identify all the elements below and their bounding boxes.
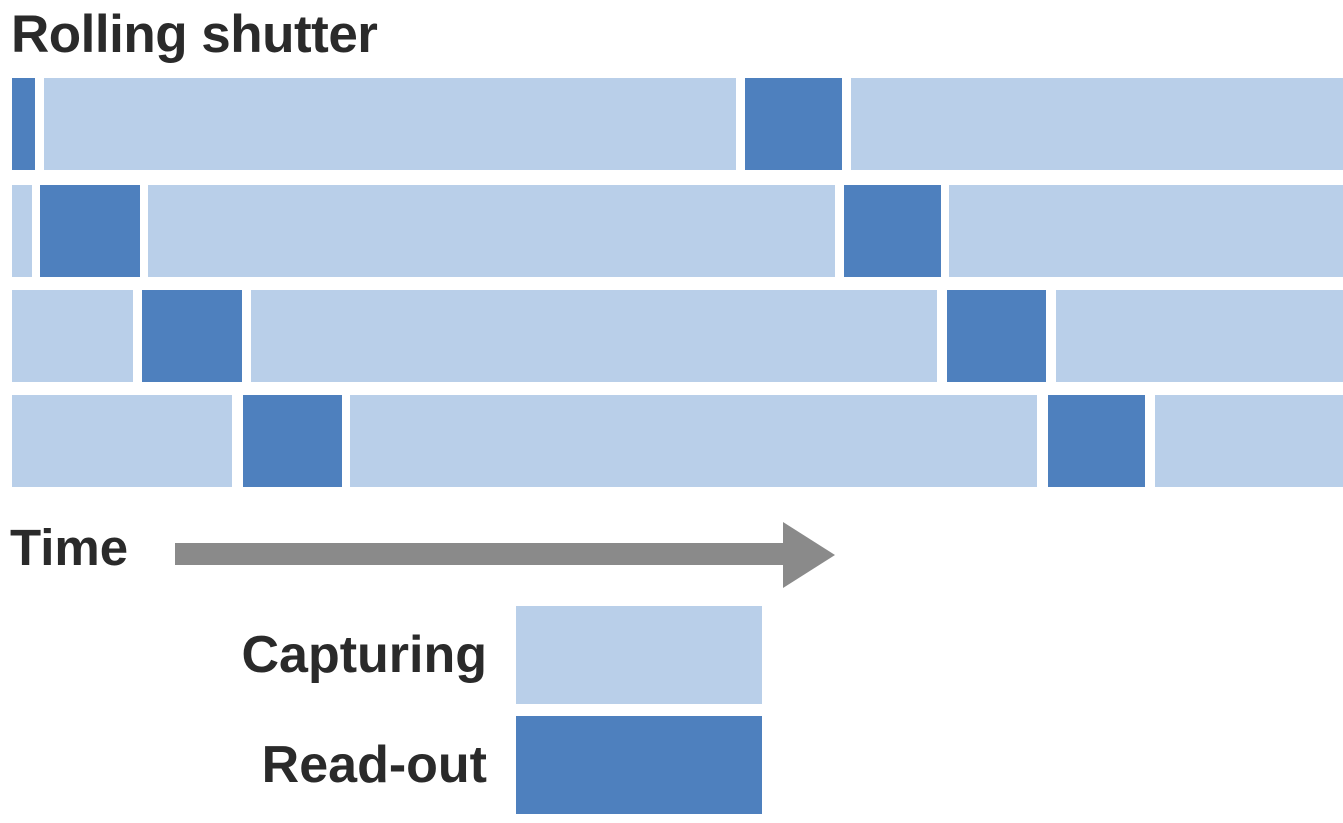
segment-readout	[947, 290, 1046, 382]
segment-capturing	[12, 395, 232, 487]
sensor-row-2	[0, 185, 1343, 277]
time-axis-label: Time	[10, 519, 129, 576]
segment-capturing	[12, 290, 133, 382]
time-arrow-shaft	[175, 543, 783, 565]
segment-readout	[243, 395, 342, 487]
figure-title: Rolling shutter	[11, 5, 378, 64]
segment-readout	[142, 290, 242, 382]
sensor-row-3	[0, 290, 1343, 382]
segment-capturing	[12, 185, 32, 277]
segment-capturing	[949, 185, 1343, 277]
legend-label-capturing: Capturing	[241, 626, 487, 684]
segment-capturing	[350, 395, 1037, 487]
legend-swatch-capturing	[516, 606, 762, 704]
sensor-row-4	[0, 395, 1343, 487]
segment-readout	[1048, 395, 1145, 487]
segment-readout	[12, 78, 35, 170]
segment-readout	[844, 185, 941, 277]
segment-capturing	[148, 185, 835, 277]
legend-swatch-readout	[516, 716, 762, 814]
legend-label-readout: Read-out	[261, 736, 487, 794]
segment-capturing	[851, 78, 1343, 170]
segment-readout	[745, 78, 842, 170]
sensor-row-1	[0, 78, 1343, 170]
time-arrow-head-icon	[783, 522, 835, 588]
segment-capturing	[1056, 290, 1343, 382]
segment-capturing	[1155, 395, 1343, 487]
segment-readout	[40, 185, 140, 277]
segment-capturing	[44, 78, 736, 170]
segment-capturing	[251, 290, 937, 382]
